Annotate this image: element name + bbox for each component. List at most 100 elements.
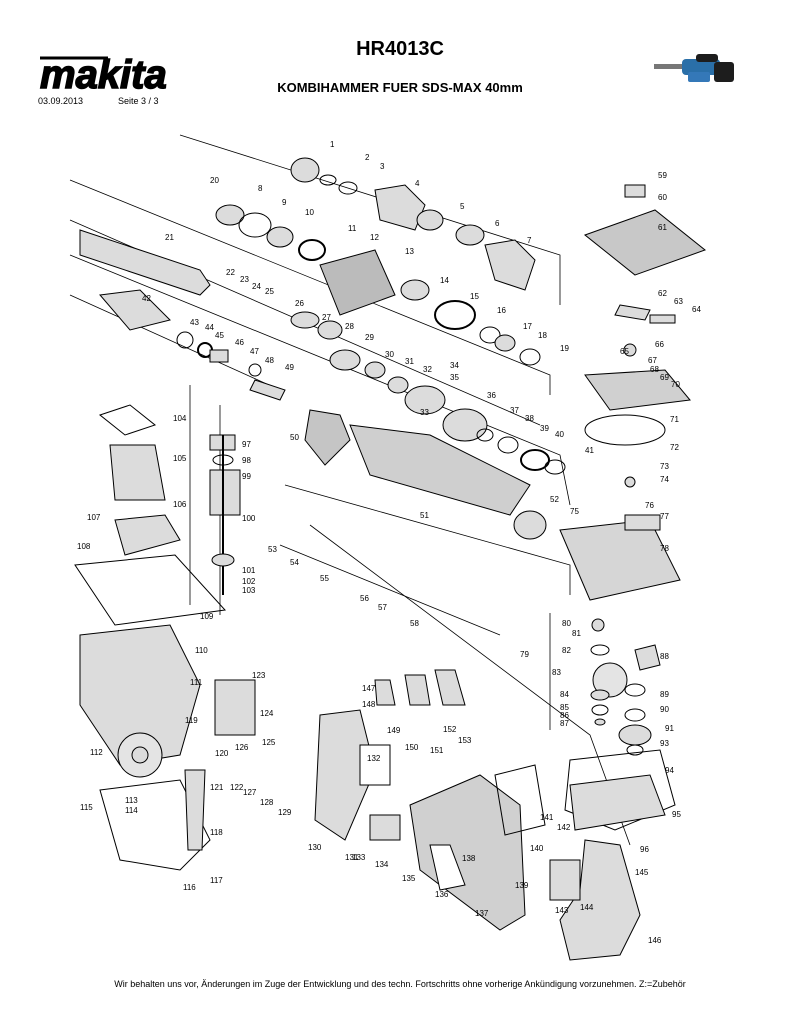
part-number-120: 120 xyxy=(215,749,229,758)
part-number-110: 110 xyxy=(195,646,208,655)
part-number-28: 28 xyxy=(345,322,354,331)
part-number-78: 78 xyxy=(660,544,669,553)
part-number-150: 150 xyxy=(405,743,419,752)
part-number-125: 125 xyxy=(262,738,276,747)
part-number-2: 2 xyxy=(365,153,370,162)
part-number-7: 7 xyxy=(527,236,532,245)
part-number-108: 108 xyxy=(77,542,91,551)
part-number-130: 130 xyxy=(308,843,322,852)
part-number-105: 105 xyxy=(173,454,187,463)
part-number-54: 54 xyxy=(290,558,299,567)
part-number-57: 57 xyxy=(378,603,387,612)
part-number-61: 61 xyxy=(658,223,667,232)
part-number-38: 38 xyxy=(525,414,534,423)
part-number-149: 149 xyxy=(387,726,401,735)
part-number-109: 109 xyxy=(200,612,214,621)
part-number-81: 81 xyxy=(572,629,581,638)
part-number-117: 117 xyxy=(210,876,223,885)
part-number-98: 98 xyxy=(242,456,251,465)
part-number-142: 142 xyxy=(557,823,571,832)
part-number-22: 22 xyxy=(226,268,235,277)
part-number-136: 136 xyxy=(435,890,449,899)
part-number-134: 134 xyxy=(375,860,389,869)
part-number-113: 113 xyxy=(125,796,138,805)
part-number-39: 39 xyxy=(540,424,549,433)
part-number-90: 90 xyxy=(660,705,669,714)
part-number-47: 47 xyxy=(250,347,259,356)
part-number-5: 5 xyxy=(460,202,465,211)
part-number-40: 40 xyxy=(555,430,564,439)
part-number-100: 100 xyxy=(242,514,256,523)
part-number-152: 152 xyxy=(443,725,457,734)
part-number-68: 68 xyxy=(650,365,659,374)
part-number-104: 104 xyxy=(173,414,187,423)
part-number-51: 51 xyxy=(420,511,429,520)
product-description: KOMBIHAMMER FUER SDS-MAX 40mm xyxy=(277,80,523,95)
part-number-34: 34 xyxy=(450,361,459,370)
part-number-82: 82 xyxy=(562,646,571,655)
part-number-99: 99 xyxy=(242,472,251,481)
part-number-91: 91 xyxy=(665,724,674,733)
part-number-69: 69 xyxy=(660,373,669,382)
part-number-45: 45 xyxy=(215,331,224,340)
disclaimer-footer: Wir behalten uns vor, Änderungen im Zuge… xyxy=(114,979,686,989)
part-number-65: 65 xyxy=(620,347,629,356)
part-number-139: 139 xyxy=(515,881,529,890)
part-number-143: 143 xyxy=(555,906,569,915)
makita-logo: makita xyxy=(38,50,183,101)
part-number-12: 12 xyxy=(370,233,379,242)
part-number-48: 48 xyxy=(265,356,274,365)
part-number-26: 26 xyxy=(295,299,304,308)
part-number-49: 49 xyxy=(285,363,294,372)
model-number: HR4013C xyxy=(356,38,444,60)
part-number-137: 137 xyxy=(475,909,489,918)
part-number-8: 8 xyxy=(258,184,263,193)
part-number-53: 53 xyxy=(268,545,277,554)
part-number-67: 67 xyxy=(648,356,657,365)
part-number-4: 4 xyxy=(415,179,420,188)
part-number-31: 31 xyxy=(405,357,414,366)
part-shapes xyxy=(74,157,707,961)
part-number-56: 56 xyxy=(360,594,369,603)
part-number-15: 15 xyxy=(470,292,479,301)
part-number-111: 111 xyxy=(190,678,203,687)
part-number-140: 140 xyxy=(530,844,544,853)
parts-diagram-svg: 1234567891011121314151617181920212223242… xyxy=(69,134,707,961)
part-number-123: 123 xyxy=(252,671,266,680)
part-number-55: 55 xyxy=(320,574,329,583)
part-number-29: 29 xyxy=(365,333,374,342)
brand-wordmark: makita xyxy=(40,53,167,96)
part-number-138: 138 xyxy=(462,854,476,863)
part-number-84: 84 xyxy=(560,690,569,699)
part-number-32: 32 xyxy=(423,365,432,374)
part-number-132: 132 xyxy=(367,754,381,763)
part-number-3: 3 xyxy=(380,162,385,171)
part-number-126: 126 xyxy=(235,743,249,752)
part-number-102: 102 xyxy=(242,577,256,586)
part-number-107: 107 xyxy=(87,513,101,522)
part-number-36: 36 xyxy=(487,391,496,400)
part-number-74: 74 xyxy=(660,475,669,484)
part-number-19: 19 xyxy=(560,344,569,353)
part-number-119: 119 xyxy=(185,716,198,725)
document-date: 03.09.2013 xyxy=(38,96,84,106)
part-number-112: 112 xyxy=(90,748,103,757)
part-number-1: 1 xyxy=(330,140,335,149)
part-number-42: 42 xyxy=(142,294,151,303)
part-number-18: 18 xyxy=(538,331,547,340)
part-number-145: 145 xyxy=(635,868,649,877)
part-number-83: 83 xyxy=(552,668,561,677)
part-number-77: 77 xyxy=(660,512,669,521)
part-number-97: 97 xyxy=(242,440,251,449)
part-number-46: 46 xyxy=(235,338,244,347)
part-number-153: 153 xyxy=(458,736,472,745)
part-number-124: 124 xyxy=(260,709,274,718)
part-number-131: 131 xyxy=(345,853,359,862)
part-number-96: 96 xyxy=(640,845,649,854)
part-number-11: 11 xyxy=(348,224,357,233)
part-number-62: 62 xyxy=(658,289,667,298)
part-number-70: 70 xyxy=(671,380,680,389)
part-number-106: 106 xyxy=(173,500,187,509)
part-number-114: 114 xyxy=(125,806,138,815)
part-number-16: 16 xyxy=(497,306,506,315)
